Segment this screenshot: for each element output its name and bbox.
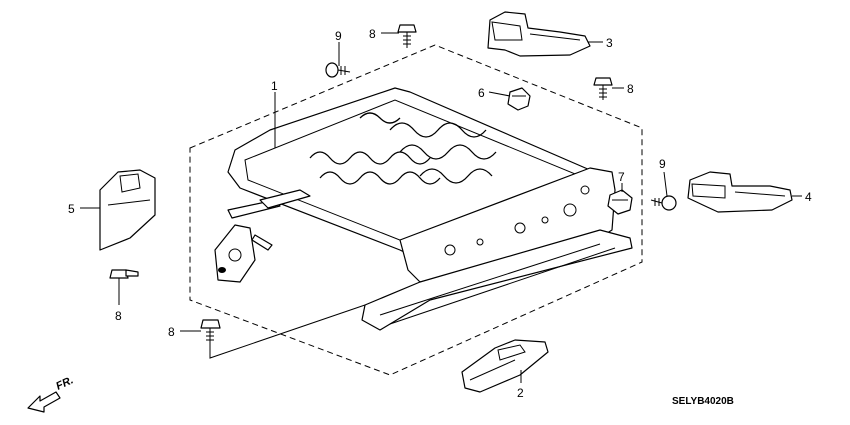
- callout-8-bottom: 8: [168, 325, 175, 339]
- front-direction-arrow: FR.: [27, 374, 75, 413]
- diagram-code: SELYB4020B: [672, 396, 734, 407]
- bolt-8-bottom: [200, 319, 221, 346]
- callout-2: 2: [517, 386, 524, 400]
- bolt-9-top: [325, 62, 351, 78]
- seat-frame-assembly: [214, 87, 633, 331]
- callout-labels: 1 2 3 4 5 6 7 8 8 8 8 9 9: [68, 27, 812, 400]
- cover-part-5: [99, 169, 156, 251]
- callout-8-left: 8: [115, 309, 122, 323]
- callout-9-top: 9: [335, 29, 342, 43]
- leader-lines: [80, 32, 802, 383]
- callout-9-right: 9: [659, 157, 666, 171]
- bolt-9-right: [650, 195, 677, 211]
- bolt-8-right: [593, 77, 613, 100]
- callout-6: 6: [478, 86, 485, 100]
- callout-8-top: 8: [369, 27, 376, 41]
- callout-3: 3: [606, 36, 613, 50]
- front-direction-label: FR.: [54, 374, 75, 392]
- slide-cover-part-2: [461, 339, 549, 393]
- clip-part-7: [607, 189, 633, 215]
- cover-part-4: [687, 171, 793, 213]
- callout-5: 5: [68, 202, 75, 216]
- callout-1: 1: [271, 79, 278, 93]
- callout-4: 4: [805, 190, 812, 204]
- bolt-8-left: [109, 269, 139, 286]
- callout-7: 7: [618, 170, 625, 184]
- cover-part-3: [487, 11, 591, 57]
- clip-part-6: [507, 87, 531, 111]
- assembly-outline: [189, 44, 643, 376]
- bolt-8-top: [397, 24, 417, 48]
- callout-8-right: 8: [627, 82, 634, 96]
